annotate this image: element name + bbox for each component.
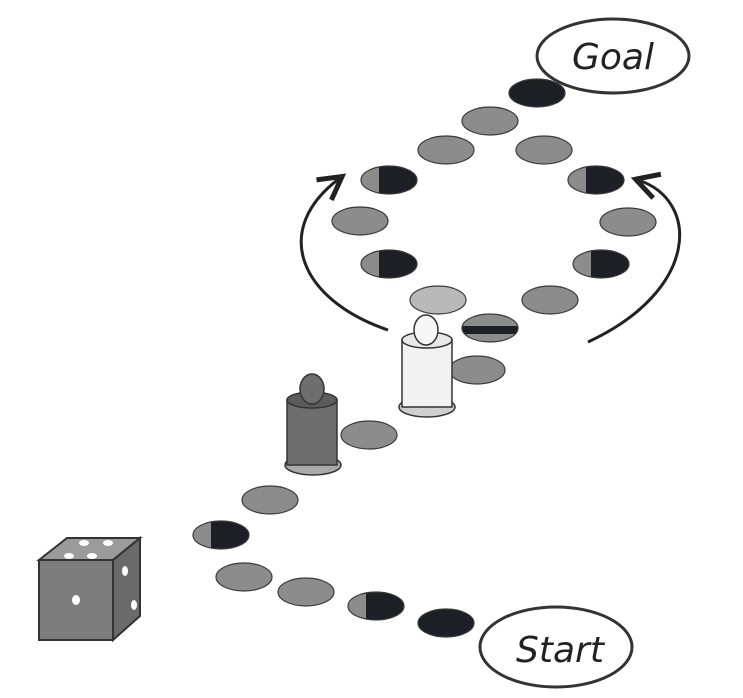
left-arrow-icon [299, 178, 389, 332]
start-label: Start [478, 605, 634, 689]
board-space [192, 520, 250, 550]
die-top-pips [64, 540, 113, 559]
board-space [417, 135, 475, 165]
board-space [277, 577, 335, 607]
board-space [360, 249, 418, 279]
board-space [521, 285, 579, 315]
die-front-pip [72, 595, 80, 605]
board-space [461, 313, 519, 343]
white-pawn-piece[interactable] [398, 314, 456, 418]
board-space [340, 420, 398, 450]
board-space [417, 608, 475, 638]
board-space [331, 206, 389, 236]
board-space [461, 106, 519, 136]
board-space [515, 135, 573, 165]
board-space [215, 562, 273, 592]
board-space [347, 591, 405, 621]
die-right-pips [122, 566, 137, 610]
board-space [572, 249, 630, 279]
die[interactable] [36, 535, 143, 643]
right-arrow-icon [587, 180, 682, 344]
board-spaces [192, 78, 657, 638]
board-space [241, 485, 299, 515]
board-space [409, 285, 467, 315]
board-space [599, 207, 657, 237]
board-space [360, 165, 418, 195]
dark-pawn-piece[interactable] [284, 373, 342, 476]
board-space [448, 355, 506, 385]
goal-label-text: Goal [572, 37, 654, 78]
board-space [508, 78, 566, 108]
start-label-text: Start [516, 630, 606, 671]
board-space [567, 165, 625, 195]
goal-label: Goal [535, 17, 691, 95]
